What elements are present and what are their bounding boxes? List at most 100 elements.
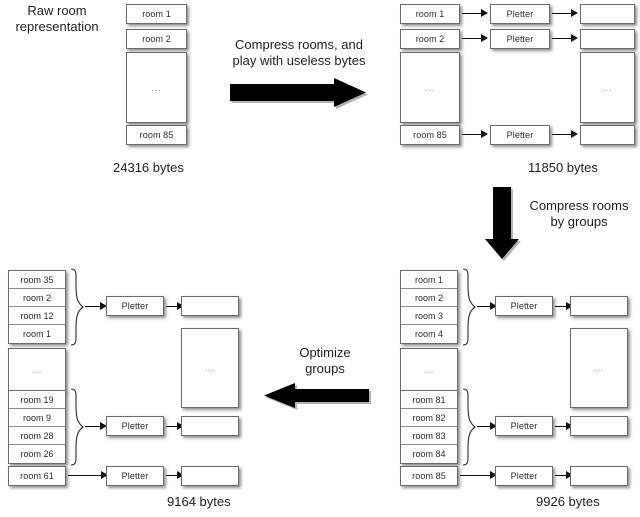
stage2-size-text: 11850 bytes bbox=[528, 160, 598, 175]
stage4-g1-room-1: room 1 bbox=[22, 329, 51, 339]
stage2-connector-3b bbox=[552, 130, 578, 139]
stage4-size-label: 9164 bytes bbox=[167, 494, 231, 509]
stage4-output-ellipsis-box: ... bbox=[181, 328, 239, 408]
stage2-ellipsis-label: ... bbox=[424, 82, 436, 93]
stage1-room-2-label: room 2 bbox=[142, 34, 171, 44]
stage3-room-85-label: room 85 bbox=[412, 471, 446, 481]
stage3-pletter-2-box: Pletter bbox=[495, 416, 553, 436]
stage1-ellipsis-box: ... bbox=[126, 52, 187, 123]
stage4-g1-room-2: room 2 bbox=[9, 289, 65, 307]
stage2-ellipsis-box: ... bbox=[400, 52, 460, 123]
stage4-g2-room-9: room 9 bbox=[9, 409, 65, 427]
stage3-pletter-1-box: Pletter bbox=[495, 296, 553, 316]
stage4-ellipsis-label: ... bbox=[31, 364, 43, 375]
stage3-g1-room-3: room 3 bbox=[401, 307, 457, 325]
stage2-size-label: 11850 bytes bbox=[528, 160, 598, 175]
stage4-room-61-box: room 61 bbox=[8, 466, 66, 486]
stage2-output-3-box bbox=[580, 125, 635, 145]
stage2-connector-1a bbox=[462, 9, 488, 18]
stage2-connector-2a bbox=[462, 34, 488, 43]
stage3-group-2-brace-icon bbox=[461, 388, 477, 466]
stage4-g1-room-35: room 35 bbox=[9, 271, 65, 289]
stage3-pletter-3-label: Pletter bbox=[510, 471, 538, 481]
stage4-g1-room-12: room 12 bbox=[9, 307, 65, 325]
stage4-output-ellipsis-label: ... bbox=[204, 363, 216, 373]
stage3-pletter-2-label: Pletter bbox=[510, 421, 538, 431]
stage3-g1-room-2: room 2 bbox=[401, 289, 457, 307]
stage4-connector-1b bbox=[166, 302, 184, 311]
stage4-room-61-label: room 61 bbox=[20, 471, 54, 481]
stage2-output-1-box bbox=[580, 4, 635, 24]
raw-room-representation-text: Raw room representation bbox=[15, 3, 99, 34]
stage2-pletter-3-label: Pletter bbox=[506, 130, 534, 140]
stage4-g2-room-19: room 19 bbox=[9, 391, 65, 409]
stage4-pletter-3-box: Pletter bbox=[106, 466, 164, 486]
transition1-line1: Compress rooms, and bbox=[235, 37, 363, 52]
stage4-pletter-3-label: Pletter bbox=[121, 471, 149, 481]
stage2-room-85-label: room 85 bbox=[413, 130, 447, 140]
stage3-g2-room-84: room 84 bbox=[412, 449, 446, 459]
stage3-size-text: 9926 bytes bbox=[536, 494, 600, 509]
stage3-g1-room-4: room 4 bbox=[414, 329, 443, 339]
stage3-pletter-1-label: Pletter bbox=[510, 301, 538, 311]
stage4-pletter-2-label: Pletter bbox=[121, 421, 149, 431]
stage3-connector-1a bbox=[477, 302, 497, 311]
stage1-ellipsis-label: ... bbox=[151, 82, 162, 93]
stage4-group-2-stack: room 19 room 9 room 28 room 26 bbox=[8, 390, 66, 464]
transition1-line2: play with useless bytes bbox=[232, 53, 366, 68]
stage1-room-1-label: room 1 bbox=[142, 9, 171, 19]
stage3-g2-room-82: room 82 bbox=[401, 409, 457, 427]
stage2-pletter-1-label: Pletter bbox=[506, 9, 534, 19]
stage3-output-1-box bbox=[570, 296, 628, 316]
transition3-line1: Optimize bbox=[299, 345, 351, 360]
stage3-group-1-brace-icon bbox=[461, 268, 477, 346]
stage2-room-85-box: room 85 bbox=[400, 125, 460, 145]
stage3-g2-room-81: room 81 bbox=[401, 391, 457, 409]
stage2-room-2-box: room 2 bbox=[400, 29, 460, 49]
stage3-ellipsis-label: ... bbox=[423, 364, 435, 375]
stage2-room-2-label: room 2 bbox=[415, 34, 445, 44]
stage4-output-1-box bbox=[181, 296, 239, 316]
stage1-room-85-label: room 85 bbox=[139, 130, 174, 140]
stage3-size-label: 9926 bytes bbox=[536, 494, 600, 509]
transition2-line2: by groups bbox=[550, 214, 608, 229]
transition1-label: Compress rooms, and play with useless by… bbox=[213, 37, 385, 69]
stage4-connector-2a bbox=[85, 422, 107, 431]
stage4-connector-3b bbox=[166, 471, 184, 480]
stage2-room-1-label: room 1 bbox=[415, 9, 445, 19]
transition2-line1: Compress rooms bbox=[529, 198, 629, 213]
stage3-connector-2b bbox=[555, 422, 573, 431]
stage2-room-1-box: room 1 bbox=[400, 4, 460, 24]
stage4-size-text: 9164 bytes bbox=[167, 494, 231, 509]
stage3-ellipsis-box: ... bbox=[400, 348, 458, 391]
raw-room-representation-label: Raw room representation bbox=[2, 3, 112, 35]
stage1-room-1-box: room 1 bbox=[126, 4, 187, 24]
transition2-down-arrow-icon bbox=[484, 186, 524, 262]
stage3-output-2-box bbox=[570, 416, 628, 436]
stage4-connector-3a bbox=[68, 471, 108, 480]
stage3-pletter-3-box: Pletter bbox=[495, 466, 553, 486]
stage4-ellipsis-box: ... bbox=[8, 348, 66, 391]
stage3-connector-3b bbox=[555, 471, 573, 480]
stage4-g2-room-28: room 28 bbox=[9, 427, 65, 445]
transition3-label: Optimize groups bbox=[283, 345, 367, 377]
stage2-output-2-box bbox=[580, 29, 635, 49]
transition1-right-arrow-icon bbox=[228, 76, 368, 110]
stage3-output-3-box bbox=[570, 466, 628, 486]
stage4-group-2-brace-icon bbox=[69, 388, 85, 466]
transition2-label: Compress rooms by groups bbox=[520, 198, 638, 230]
stage4-connector-2b bbox=[166, 422, 184, 431]
stage3-g2-room-83: room 83 bbox=[401, 427, 457, 445]
stage4-connector-1a bbox=[85, 302, 107, 311]
stage1-room-2-box: room 2 bbox=[126, 29, 187, 49]
stage1-size-label: 24316 bytes bbox=[113, 160, 184, 175]
stage4-g2-room-26: room 26 bbox=[20, 449, 54, 459]
stage2-output-ellipsis-label: ... bbox=[602, 82, 613, 93]
stage1-room-85-box: room 85 bbox=[126, 125, 187, 145]
stage2-output-ellipsis-box: ... bbox=[580, 52, 635, 123]
stage3-group-1-stack: room 1 room 2 room 3 room 4 bbox=[400, 270, 458, 344]
stage4-output-3-box bbox=[181, 466, 239, 486]
stage3-room-85-box: room 85 bbox=[400, 466, 458, 486]
transition3-left-arrow-icon bbox=[262, 381, 372, 411]
